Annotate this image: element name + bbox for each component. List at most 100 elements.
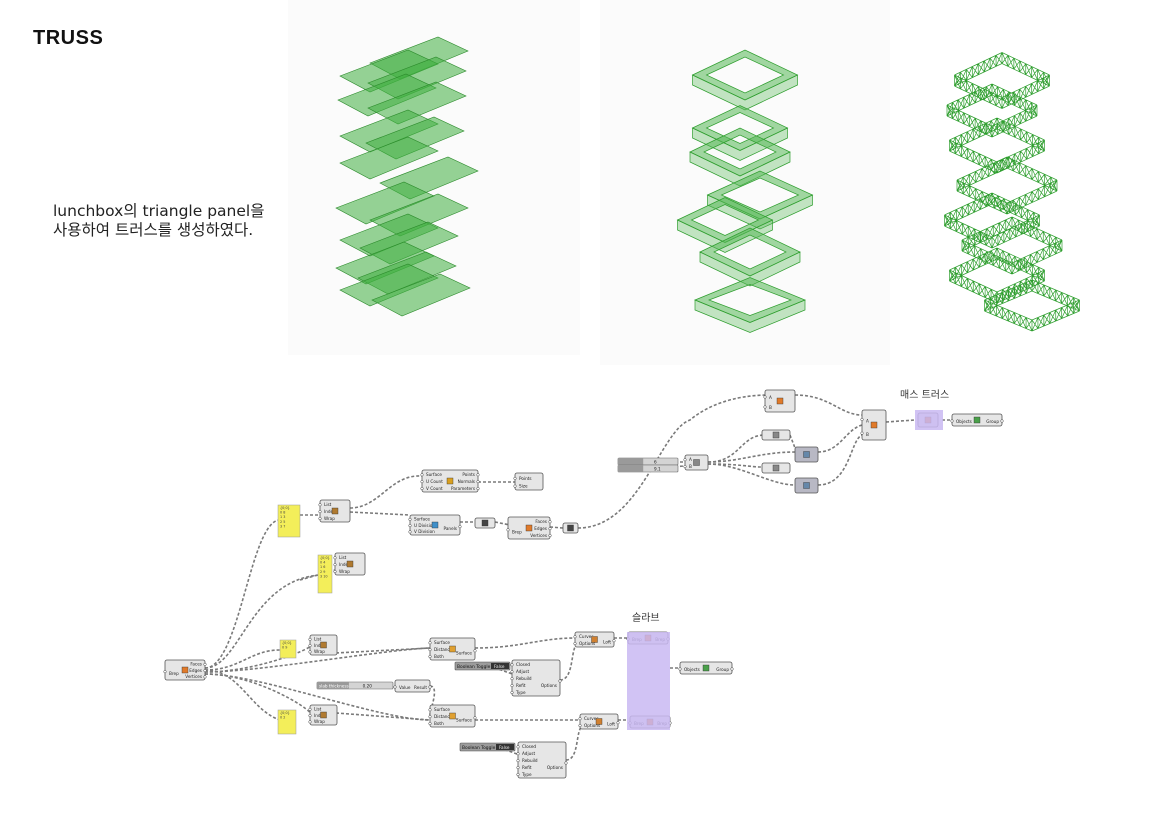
render-panel-stacked-plates [288, 0, 580, 355]
arrange-node-1[interactable] [794, 446, 819, 463]
loft-node-1-input-label: Options [579, 641, 595, 646]
list-item-node-3-input-label: List [314, 637, 322, 642]
relay-node-1[interactable] [761, 429, 791, 441]
render-panel-box-frames [600, 0, 890, 365]
deconstruct-brep-node-input-label: Brep [169, 671, 179, 676]
boolean-toggle-1-value: False [494, 664, 505, 669]
boolean-toggle-2-value: False [499, 745, 510, 750]
box-frame-side [689, 151, 791, 187]
construct-node-top-input-label: A [769, 395, 772, 400]
description-line-1: lunchbox의 triangle panel을 [53, 202, 265, 220]
triangle-panel-node-output-label: Panels [444, 526, 457, 531]
yellow-panel-line: 3 10 [320, 574, 328, 578]
loft-options-node-2-input-label: Rebuild [522, 758, 538, 763]
plate [339, 136, 439, 180]
offset-surface-node-1-input-label: Surface [434, 640, 450, 645]
box-frames-render [676, 49, 814, 333]
mass-truss-label: 매스 트러스 [900, 389, 949, 401]
yellow-panel-line: {0;0} [280, 711, 290, 715]
slab-group-highlight [627, 632, 670, 730]
truss-ring [944, 192, 1040, 249]
yellow-panel-2[interactable]: {0;0}0 41 62 93 10 [317, 554, 333, 594]
arrange-node-2[interactable] [794, 477, 819, 494]
triangle-panel-node-input-label: V Division [414, 529, 435, 534]
divide-surface-node-icon [446, 477, 454, 485]
yellow-panel-line: 0 9 [282, 646, 287, 650]
list-item-node-2-input-label: List [339, 555, 347, 560]
loft-options-node-1-input-label: Rebuild [516, 676, 532, 681]
merge-node-input-label: A [689, 457, 692, 462]
divide-surface-node-output-label: Points [462, 472, 475, 477]
yellow-panel-4[interactable]: {0;0}0 2 [277, 709, 297, 735]
yellow-panel-3[interactable]: {0;0}0 9 [279, 639, 297, 659]
box-frame-side [694, 299, 806, 333]
deconstruct-brep-node-output-label: Edges [189, 668, 202, 673]
explode-node[interactable] [474, 517, 496, 529]
yellow-panel-line: {0;0} [282, 641, 292, 645]
triangle-panel-node-input-label: U Division [414, 523, 435, 528]
list-item-node-1-input-label: List [324, 502, 332, 507]
yellow-panel-line: 3 7 [280, 524, 285, 528]
slider-1[interactable]: 6 [617, 457, 679, 466]
loft-options-node-1-input-label: Refit [516, 683, 526, 688]
loft-options-node-2-input-label: Adjust [522, 751, 535, 756]
value-result-node-output-label: Result [414, 685, 427, 690]
grasshopper-definition: BrepFacesEdgesVerticesListIndexWrapSurfa… [150, 385, 1020, 805]
yellow-panel-line: 0 4 [320, 561, 325, 565]
list-item-node-1-input-label: Index [324, 509, 336, 514]
yellow-panel-line: 0 2 [280, 716, 285, 720]
construct-node-top-input-label: B [769, 405, 772, 410]
loft-node-2-output-label: Loft [607, 721, 615, 726]
construct-node-top[interactable]: AB [763, 389, 796, 413]
merge-node[interactable]: AB [683, 454, 709, 471]
relay-node-2-icon [772, 464, 780, 472]
truss-node[interactable]: AB [860, 409, 887, 441]
list-item-node-2-input-label: Wrap [339, 569, 350, 574]
offset-surface-node-2-input-label: Surface [434, 707, 450, 712]
slider-2[interactable]: 9.1 [617, 464, 679, 473]
triangle-panel-node-input-label: Surface [414, 517, 430, 522]
loft-options-node-1-input-label: Closed [516, 662, 530, 667]
truss-node-input-label: B [866, 432, 869, 437]
truss-ring [961, 216, 1063, 275]
list-item-node-1-input-label: Wrap [324, 516, 335, 521]
loft-options-node-2-input-label: Refit [522, 765, 532, 770]
brep-components-node-icon [525, 524, 533, 532]
offset-surface-node-2-input-label: Both [434, 721, 444, 726]
yellow-panel-line: 0 8 [280, 511, 285, 515]
yellow-panel-line: 2 5 [280, 520, 285, 524]
shatter-node[interactable] [562, 522, 579, 534]
slab-thickness-slider-label: slab thickness [319, 684, 349, 689]
box-frame-side [692, 74, 798, 111]
relay-node-2[interactable] [761, 462, 791, 474]
offset-surface-node-1-input-label: Both [434, 654, 444, 659]
offset-surface-node-2-icon [449, 712, 456, 720]
offset-surface-node-2-input-label: Distance [434, 714, 453, 719]
render-panel-truss [892, 0, 1157, 355]
yellow-panel-1[interactable]: {0;0}0 81 32 53 7 [277, 504, 301, 538]
truss-group-highlight [915, 410, 943, 430]
loft-options-node-2-input-label: Closed [522, 744, 536, 749]
brep-components-node-output-label: Faces [535, 519, 547, 524]
